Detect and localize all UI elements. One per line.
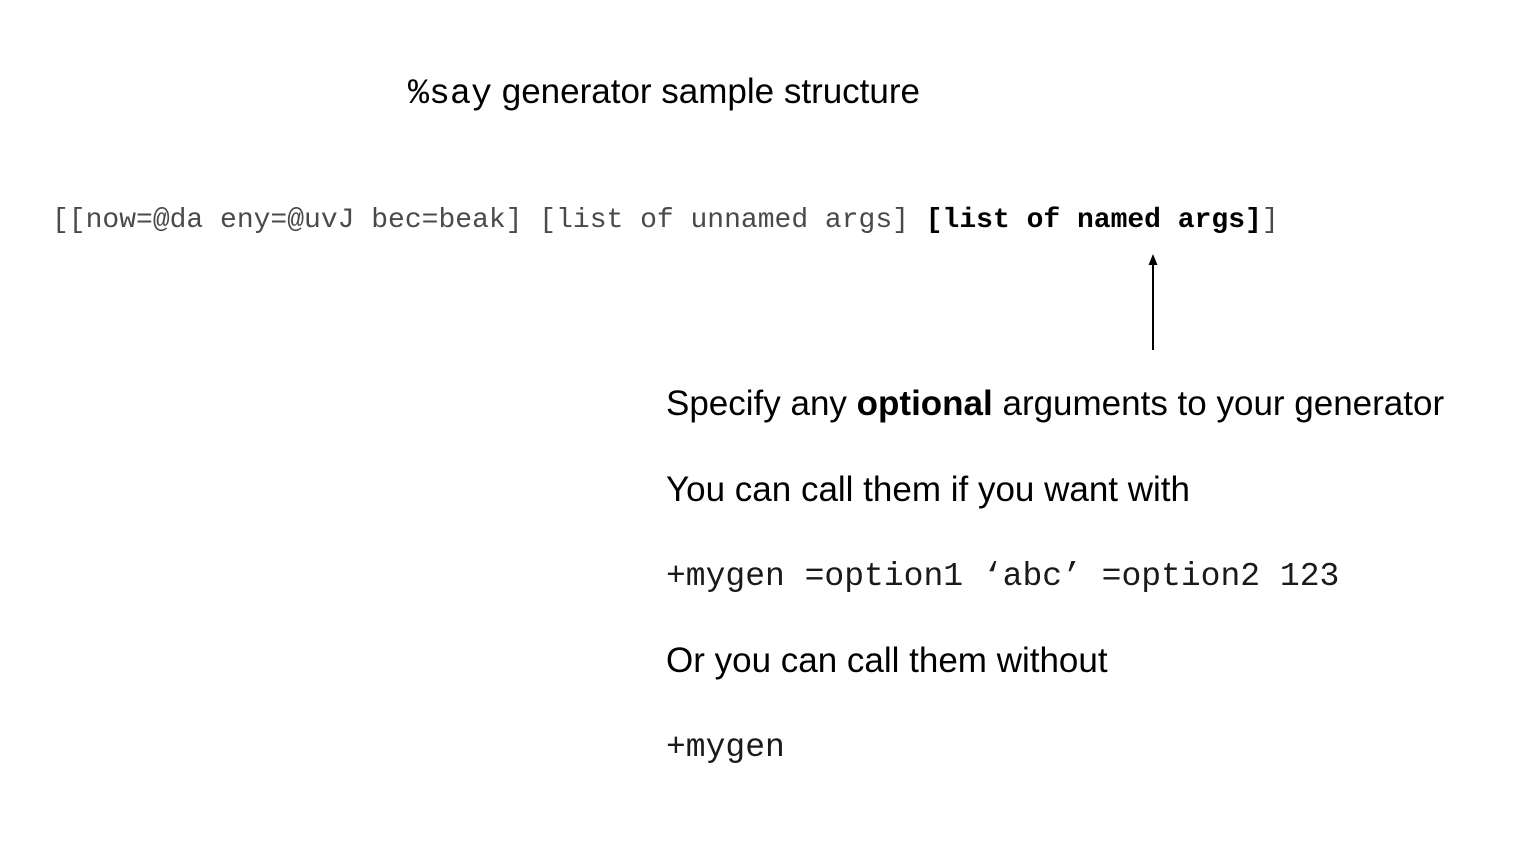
structure-part-1: [[now=@da eny=@uvJ bec=beak] [list of un… bbox=[52, 205, 926, 236]
title-command: %say bbox=[408, 74, 493, 114]
note-line1-before: Specify any bbox=[666, 384, 857, 423]
structure-part-2: ] bbox=[1261, 205, 1279, 236]
note-line1-after: arguments to your generator bbox=[992, 384, 1445, 423]
arrow-up-icon bbox=[1148, 254, 1158, 350]
code-example-without-options: +mygen bbox=[666, 729, 785, 766]
note-call-with: You can call them if you want with bbox=[666, 470, 1190, 509]
note-optional-arguments: Specify any optional arguments to your g… bbox=[666, 384, 1444, 424]
note-call-without: Or you can call them without bbox=[666, 641, 1108, 680]
note-line1-bold: optional bbox=[856, 384, 993, 423]
slide-title: %say generator sample structure bbox=[408, 72, 920, 114]
code-example-with-options: +mygen =option1 ‘abc’ =option2 123 bbox=[666, 558, 1340, 595]
structure-line: [[now=@da eny=@uvJ bec=beak] [list of un… bbox=[52, 203, 1279, 239]
title-text: generator sample structure bbox=[492, 72, 920, 111]
structure-named-args: [list of named args] bbox=[925, 205, 1262, 236]
